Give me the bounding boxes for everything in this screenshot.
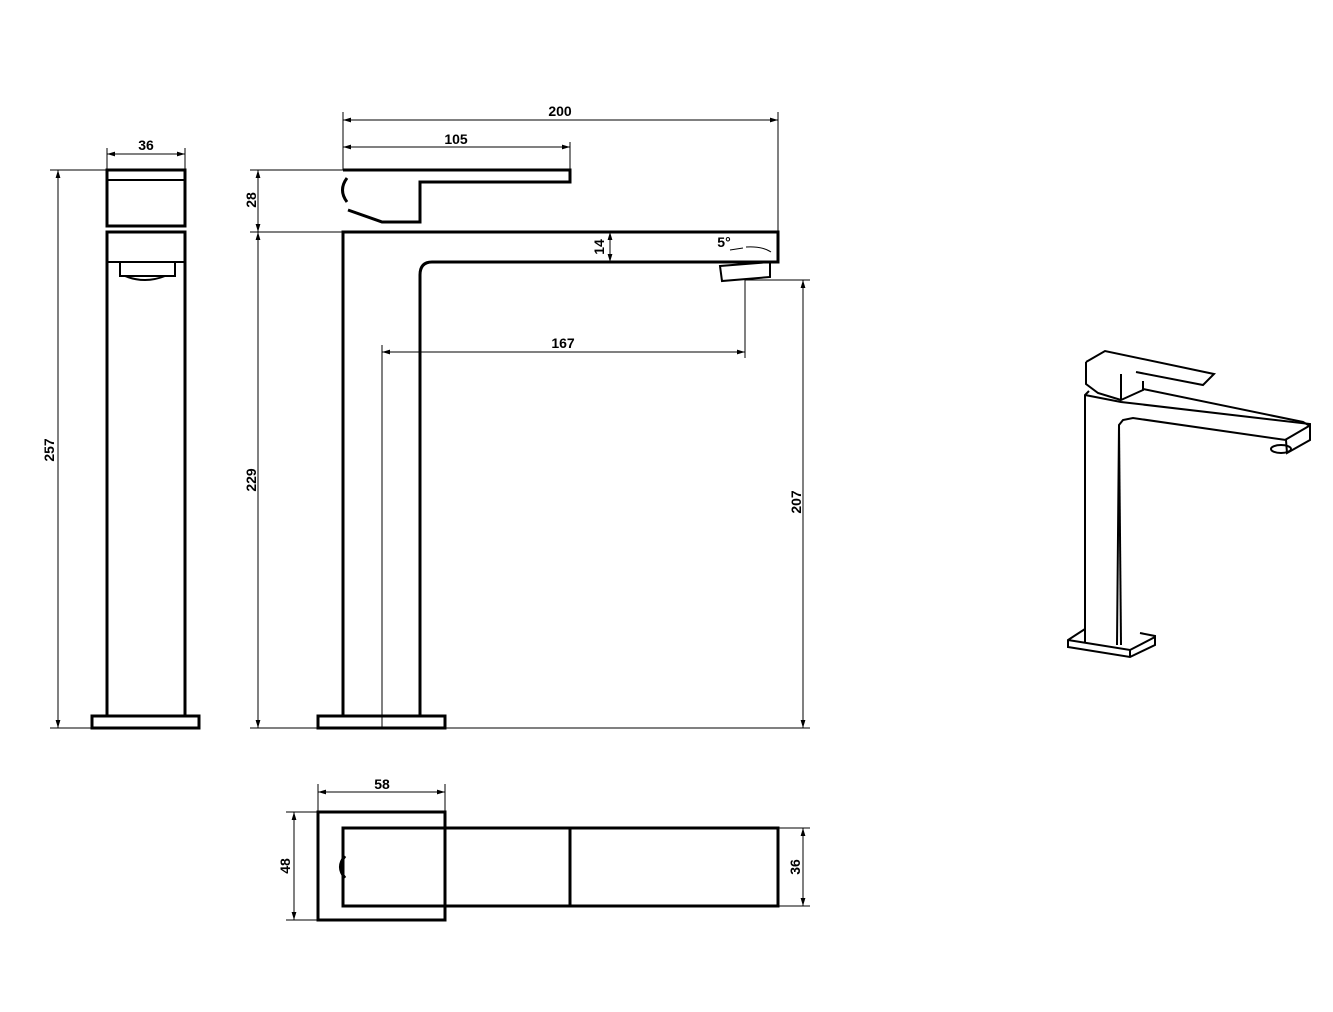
dim-label-spout-angle: 5° [717, 234, 730, 250]
top-view: 58 48 36 [277, 776, 810, 922]
top-spout [341, 826, 780, 908]
side-body [105, 230, 187, 718]
dim-label-side-width: 36 [138, 137, 154, 153]
side-view: 36 257 [41, 137, 201, 730]
front-handle [343, 168, 572, 224]
top-base [316, 810, 447, 922]
side-base [90, 714, 201, 730]
front-aerator [718, 260, 771, 283]
dim-label-top-base-depth: 48 [277, 858, 293, 874]
side-handle [105, 168, 187, 228]
dim-label-spout-thickness: 14 [591, 239, 607, 255]
dim-label-overall-length: 200 [548, 103, 572, 119]
dim-label-outlet-height: 207 [788, 490, 804, 514]
side-cartridge [119, 262, 176, 281]
dim-label-top-spout-width: 36 [787, 859, 803, 875]
angle-arc [729, 246, 772, 253]
front-handle-knob [341, 177, 349, 203]
dim-label-handle-height: 28 [243, 192, 259, 208]
dim-label-handle-length: 105 [444, 131, 468, 147]
front-view: 200 105 28 229 14 5° 167 207 [243, 103, 810, 730]
dim-label-spout-reach: 167 [551, 335, 575, 351]
dim-label-side-height: 257 [41, 438, 57, 462]
dim-label-top-base-width: 58 [374, 776, 390, 792]
dim-label-body-height: 229 [243, 468, 259, 492]
isometric-view [1067, 349, 1311, 659]
top-handle-knob [339, 855, 347, 879]
front-body-spout [341, 230, 780, 716]
